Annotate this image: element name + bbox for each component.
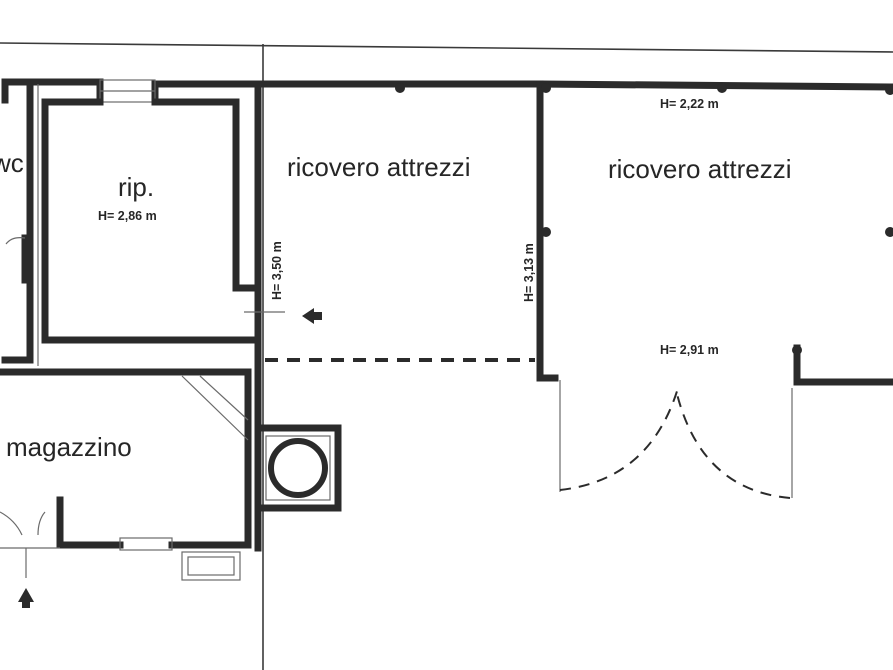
height-vertical-left-label: H= 3,50 m [270,241,284,300]
arrow-left-icon [302,308,322,324]
height-vertical-mid-label: H= 3,13 m [522,243,536,302]
wc-label: wc [0,148,24,178]
height-right-center-label: H= 2,91 m [660,343,719,357]
middle-shed-walls [259,80,559,382]
right-shed-walls [536,80,893,499]
attrezzi-left-label: ricovero attrezzi [287,152,471,182]
arrow-up-icon [18,548,34,608]
column-element [254,424,342,512]
height-top-right-label: H= 2,22 m [660,97,719,111]
magazzino-label: magazzino [6,432,132,462]
rip-height-label: H= 2,86 m [98,209,157,223]
rip-label: rip. [118,172,154,202]
boundary-lines [0,42,893,670]
left-building-walls [0,78,285,581]
attrezzi-right-label: ricovero attrezzi [608,154,792,184]
